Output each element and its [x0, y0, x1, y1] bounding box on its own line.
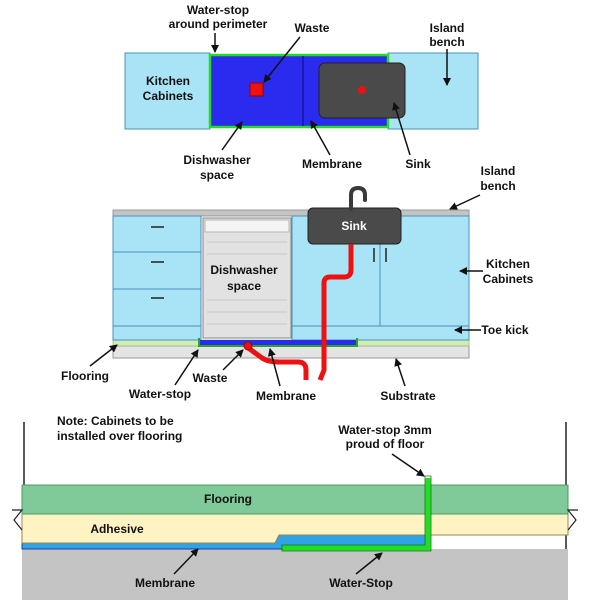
- elev-dishwasher-drain-pipe: [245, 344, 309, 380]
- elev-island-arrow: [449, 194, 481, 210]
- elev-flooring-arrow: [89, 344, 118, 367]
- plan-island-label-line2: bench: [429, 35, 464, 49]
- elev-membrane-arrow: [267, 348, 281, 387]
- elev-dishwasher-label-line2: space: [227, 279, 261, 293]
- plan-dishwasher-label-line2: space: [200, 168, 234, 182]
- plan-waste-label: Waste: [295, 21, 330, 35]
- elev-dishwasher-panel: [204, 219, 290, 233]
- plan-dishwasher-arrow: [221, 121, 243, 151]
- plan-waste-square: [249, 82, 264, 97]
- detail-membrane-arrow: [173, 548, 199, 575]
- plan-waterstop-label-line1: Water-stop: [187, 3, 249, 17]
- detail-waterstop-bottom-arrow: [355, 552, 383, 575]
- plan-island-label-line1: Island: [430, 21, 465, 35]
- elev-dishwasher: [202, 217, 292, 339]
- detail-waterstop-bottom-label: Water-Stop: [329, 576, 393, 590]
- elev-waterstop-tray: [198, 338, 358, 347]
- detail-membrane-label: Membrane: [135, 576, 195, 590]
- elev-dishwasher-label-line1: Dishwasher: [210, 263, 278, 277]
- elev-membrane-label: Membrane: [256, 389, 316, 403]
- elev-membrane-strip: [200, 340, 356, 345]
- elev-sink-label: Sink: [341, 219, 367, 233]
- elev-sink-bowl: [307, 207, 402, 245]
- plan-sink-label: Sink: [405, 157, 431, 171]
- plan-kitchen-cabinets: [124, 52, 211, 130]
- plan-waterstop-label-line2: around perimeter: [169, 17, 268, 31]
- plan-sink-arrow: [392, 102, 411, 156]
- plan-view: Water-stop around perimeter Waste Island…: [124, 3, 479, 182]
- elev-waste-arrow: [222, 349, 244, 371]
- detail-flooring: [21, 484, 569, 515]
- elev-kitchen-label-line1: Kitchen: [486, 257, 530, 271]
- detail-waterstop-label-line1: Water-stop 3mm: [338, 423, 432, 437]
- elev-waste-label: Waste: [193, 371, 228, 385]
- detail-adhesive-label: Adhesive: [90, 522, 144, 536]
- elev-left-toe-kick: [112, 325, 202, 341]
- plan-membrane-label: Membrane: [302, 157, 362, 171]
- elev-left-cabinet: [112, 215, 202, 327]
- detail-flooring-label: Flooring: [204, 492, 252, 506]
- elev-flooring-label: Flooring: [61, 369, 109, 383]
- elev-waterstop-label: Water-stop: [129, 387, 191, 401]
- detail-break-right: [566, 509, 578, 531]
- plan-kitchen-label-line2: Cabinets: [143, 89, 194, 103]
- detail-substrate: [22, 549, 568, 600]
- detail-waterstop-edge: [281, 475, 432, 552]
- detail-break-left: [12, 509, 24, 531]
- detail-note-line2: installed over flooring: [57, 429, 182, 443]
- elev-benchtop: [112, 209, 470, 217]
- plan-sink-drain: [358, 86, 366, 94]
- detail-waterstop: [282, 478, 431, 551]
- detail-note-line1: Note: Cabinets to be: [57, 414, 174, 428]
- elev-island-label-line1: Island: [481, 164, 516, 178]
- elev-substrate-label: Substrate: [380, 389, 436, 403]
- elev-waste-pipe: [317, 244, 354, 381]
- elev-waste-outlet: [243, 341, 253, 351]
- elevation-view: Sink Dishwasher space Island bench Kitch…: [61, 164, 534, 403]
- elev-substrate-arrow: [394, 358, 406, 387]
- plan-kitchen-label-line1: Kitchen: [146, 74, 190, 88]
- elev-kitchen-label-line2: Cabinets: [483, 272, 534, 286]
- elev-tap: [349, 185, 367, 211]
- elev-waterstop-arrow: [174, 349, 199, 386]
- plan-dishwasher-label-line1: Dishwasher: [183, 153, 251, 167]
- elev-island-label-line2: bench: [480, 179, 515, 193]
- elev-right-toe-kick: [291, 325, 470, 341]
- plan-membrane-arrow: [310, 120, 331, 156]
- detail-waterstop-arrow: [391, 453, 425, 477]
- detail-view: Note: Cabinets to be installed over floo…: [12, 414, 578, 600]
- elev-substrate: [112, 345, 470, 359]
- elev-toe-kick-label: Toe kick: [481, 323, 528, 337]
- plan-waste-arrow: [263, 36, 301, 83]
- detail-waterstop-label-line2: proud of floor: [346, 437, 425, 451]
